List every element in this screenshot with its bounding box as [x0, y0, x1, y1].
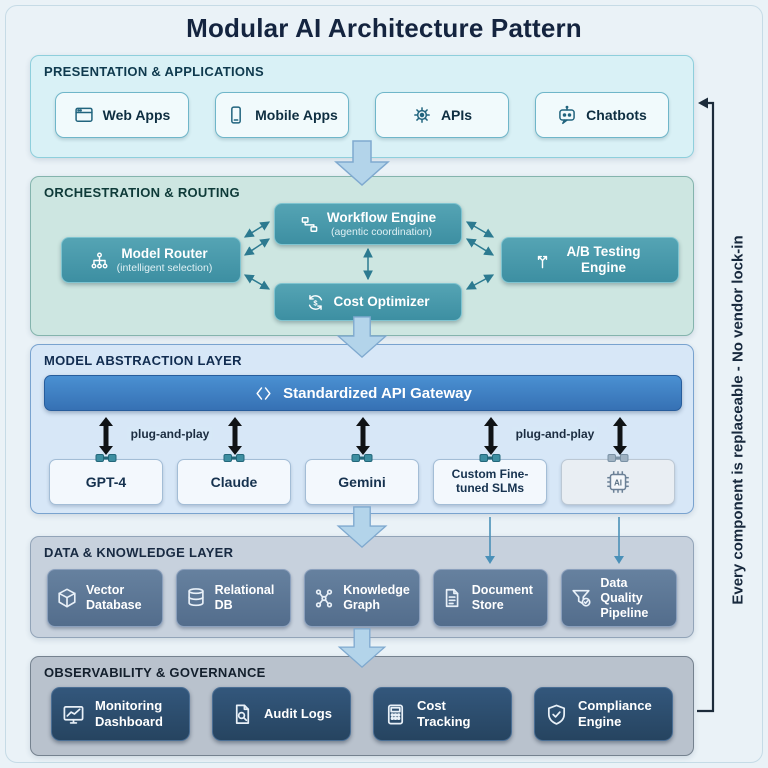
custom-slms-card: Custom Fine-tuned SLMs — [433, 454, 547, 505]
plug-and-play-label-left: plug-and-play — [127, 427, 213, 441]
data-knowledge-layer: DATA & KNOWLEDGE LAYER Vector Database R… — [30, 536, 694, 638]
audit-logs-card: Audit Logs — [212, 687, 351, 741]
presentation-cards-row: Web Apps Mobile Apps APIs Cha — [31, 92, 693, 138]
gemini-label: Gemini — [338, 474, 386, 490]
cost-tracking-card: Cost Tracking — [373, 687, 512, 741]
plug-icon — [95, 454, 117, 462]
browser-window-icon — [74, 107, 93, 122]
document-magnifier-icon — [235, 704, 250, 724]
api-gateway-label: Standardized API Gateway — [283, 384, 472, 402]
mobile-apps-label: Mobile Apps — [255, 107, 338, 123]
cost-tracking-label: Cost Tracking — [417, 698, 471, 729]
smartphone-icon — [231, 106, 242, 124]
vector-database-card: Vector Database — [47, 569, 163, 627]
orchestration-layer: ORCHESTRATION & ROUTING Workflow Engine … — [30, 176, 694, 336]
web-apps-label: Web Apps — [102, 107, 171, 123]
gpt4-card: GPT-4 — [49, 454, 163, 505]
gear-icon — [414, 107, 430, 123]
knowledge-graph-card: Knowledge Graph — [304, 569, 420, 627]
data-cards-row: Vector Database Relational DB Knowledge … — [31, 569, 693, 627]
gemini-card: Gemini — [305, 454, 419, 505]
gateway-icon — [256, 386, 271, 400]
cost-optimizer-node: $ Cost Optimizer — [274, 283, 462, 321]
model-router-label: Model Router — [121, 246, 208, 262]
api-gateway-bar: Standardized API Gateway — [44, 375, 682, 411]
down-arrow-icon — [336, 316, 388, 358]
monitoring-dashboard-label: Monitoring Dashboard — [95, 698, 163, 729]
claude-card: Claude — [177, 454, 291, 505]
ab-testing-label: A/B Testing Engine — [566, 244, 641, 275]
observability-layer-title: OBSERVABILITY & GOVERNANCE — [44, 665, 266, 680]
compliance-engine-label: Compliance Engine — [578, 698, 652, 729]
claude-label: Claude — [210, 474, 258, 490]
knowledge-graph-icon — [316, 589, 333, 608]
apis-label: APIs — [440, 107, 473, 123]
document-store-card: Document Store — [432, 569, 549, 627]
observability-layer: OBSERVABILITY & GOVERNANCE Monitoring Da… — [30, 656, 694, 756]
split-arrows-icon — [537, 255, 547, 268]
hierarchy-icon — [91, 252, 108, 268]
workflow-engine-node: Workflow Engine (agentic coordination) — [274, 203, 462, 245]
data-knowledge-layer-title: DATA & KNOWLEDGE LAYER — [44, 545, 234, 560]
dollar-cycle-icon: $ — [309, 294, 323, 310]
orchestration-layer-title: ORCHESTRATION & ROUTING — [44, 185, 240, 200]
monitoring-dashboard-card: Monitoring Dashboard — [51, 687, 190, 741]
page-title: Modular AI Architecture Pattern — [186, 13, 582, 43]
calculator-icon — [387, 704, 404, 724]
down-arrow-icon — [336, 506, 388, 548]
vector-database-label: Vector Database — [86, 583, 142, 612]
document-store-label: Document Store — [471, 583, 533, 612]
down-arrow-icon — [334, 140, 390, 186]
ai-chip-icon: AI — [607, 471, 629, 493]
cost-optimizer-label: Cost Optimizer — [333, 294, 430, 310]
model-abstraction-layer-title: MODEL ABSTRACTION LAYER — [44, 353, 242, 368]
chatbot-icon — [559, 105, 575, 125]
cube-icon — [58, 588, 76, 608]
svg-text:$: $ — [314, 298, 319, 307]
presentation-layer-title: PRESENTATION & APPLICATIONS — [44, 64, 264, 79]
documents-icon — [445, 588, 459, 608]
side-note: Every component is replaceable - No vend… — [729, 235, 747, 605]
gpt4-label: GPT-4 — [85, 474, 127, 490]
model-router-sublabel: (intelligent selection) — [116, 261, 213, 274]
observability-cards-row: Monitoring Dashboard Audit Logs Cost Tra… — [31, 687, 693, 741]
plug-and-play-arrows — [99, 417, 627, 455]
relational-db-label: Relational DB — [214, 583, 275, 612]
down-arrow-icon — [337, 628, 387, 668]
apis-card: APIs — [375, 92, 509, 138]
ab-testing-node: A/B Testing Engine — [501, 237, 679, 283]
ai-chip-card: AI — [561, 454, 675, 505]
model-cards-row: GPT-4 Claude Gemini Custom Fi — [31, 454, 693, 505]
knowledge-graph-label: Knowledge Graph — [343, 583, 410, 612]
orchestration-connectors — [243, 221, 495, 290]
database-icon — [187, 588, 204, 607]
plug-icon — [223, 454, 245, 462]
model-abstraction-layer: MODEL ABSTRACTION LAYER Standardized API… — [30, 344, 694, 514]
ai-chip-label: AI — [614, 478, 622, 487]
data-quality-pipeline-label: Data Quality Pipeline — [600, 575, 649, 620]
plug-and-play-label-right: plug-and-play — [512, 427, 598, 441]
plug-icon — [479, 454, 501, 462]
funnel-check-icon — [572, 589, 591, 607]
plug-icon — [351, 454, 373, 462]
monitor-chart-icon — [63, 705, 84, 724]
audit-logs-label: Audit Logs — [264, 706, 332, 722]
compliance-engine-card: Compliance Engine — [534, 687, 673, 741]
web-apps-card: Web Apps — [55, 92, 189, 138]
chatbots-label: Chatbots — [586, 107, 647, 123]
shield-check-icon — [547, 704, 566, 725]
flowchart-icon — [301, 216, 318, 232]
plug-icon — [607, 454, 629, 462]
workflow-engine-label: Workflow Engine — [326, 210, 437, 226]
data-quality-pipeline-card: Data Quality Pipeline — [561, 569, 677, 627]
mobile-apps-card: Mobile Apps — [215, 92, 349, 138]
chatbots-card: Chatbots — [535, 92, 669, 138]
custom-slms-label: Custom Fine-tuned SLMs — [451, 467, 529, 495]
relational-db-card: Relational DB — [175, 569, 292, 627]
model-router-node: Model Router (intelligent selection) — [61, 237, 241, 283]
workflow-engine-sublabel: (agentic coordination) — [331, 225, 432, 238]
